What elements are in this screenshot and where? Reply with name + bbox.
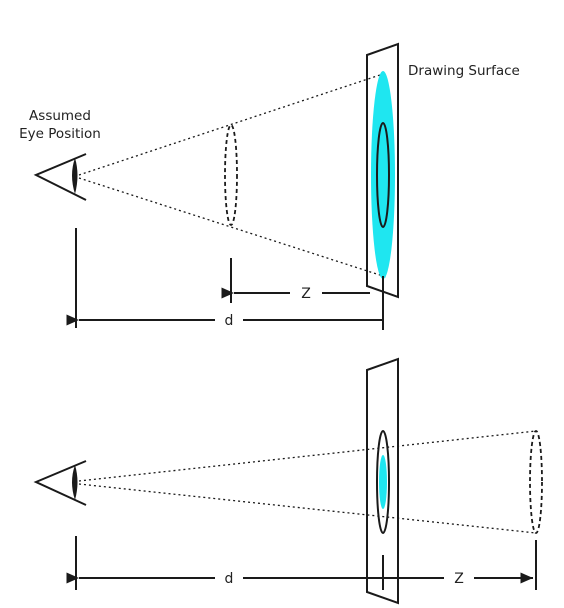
eye-icon [33,460,87,506]
projected-image [376,122,390,228]
top-d-label: d [225,313,234,329]
projection-rays [78,72,387,278]
bottom-diagram: d Z [33,357,543,605]
object-ellipse [529,430,543,534]
object-ellipse [224,124,238,226]
top-z-label: Z [301,286,311,302]
drawing-surface-panel [366,42,399,299]
drawing-surface-label: Drawing Surface [408,63,520,79]
dimension-extension-lines [75,536,537,590]
eye-position-label-line1: Assumed [29,108,91,124]
drawing-surface-panel [366,357,399,605]
eye-icon [33,153,87,201]
top-z-dimension: Z [221,286,370,302]
bottom-d-dimension: d [66,571,383,587]
projection-fill [371,71,395,279]
top-diagram: Drawing Surface Assumed Eye Position [19,42,520,330]
projected-image [376,430,390,534]
bottom-z-label: Z [454,571,464,587]
projection-rays [78,430,537,534]
bottom-z-dimension: Z [383,571,533,587]
top-d-dimension: d [66,313,383,329]
projection-fill [379,455,387,509]
bottom-d-label: d [225,571,234,587]
eye-position-label-line2: Eye Position [19,126,101,142]
